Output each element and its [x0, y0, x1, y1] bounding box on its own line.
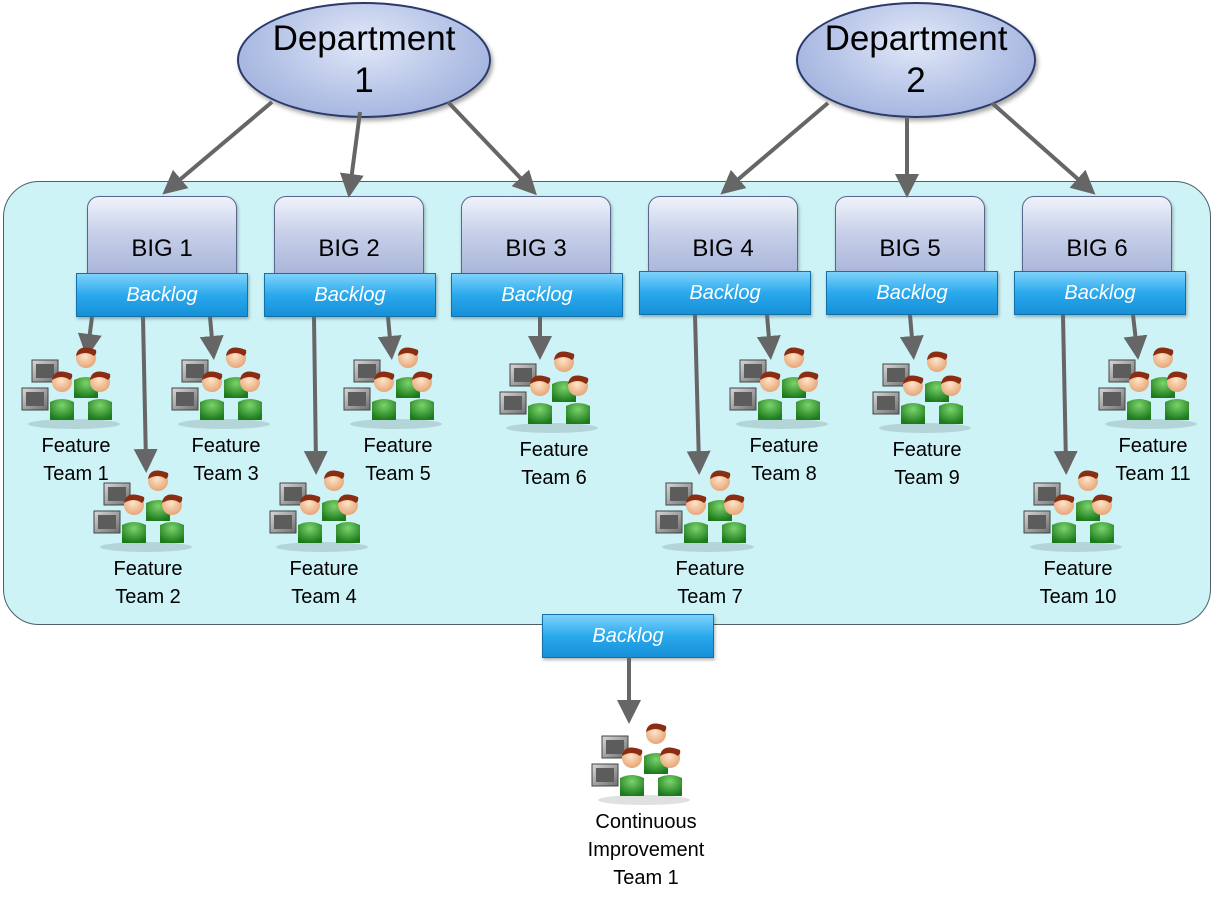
people-at-computers-icon	[729, 347, 828, 429]
feature-team-6-line1: Feature	[519, 439, 589, 461]
feature-team-9-line2: Team 9	[894, 467, 960, 489]
arrow-to-team-10	[1053, 314, 1078, 475]
arrow-to-team-3	[199, 316, 224, 360]
people-at-computers-icon	[171, 347, 270, 429]
feature-team-3-label: Feature Team 3	[166, 432, 286, 488]
feature-team-10-line2: Team 10	[1039, 586, 1117, 608]
arrow-to-team-7	[686, 314, 711, 475]
feature-team-2-line1: Feature	[113, 558, 183, 580]
big-5: BIG 5	[835, 196, 985, 280]
ci-team-label: Continuous Improvement Team 1	[586, 808, 706, 892]
arrow-to-team-1	[77, 316, 102, 358]
feature-team-1-line2: Team 1	[43, 463, 109, 485]
feature-team-5-label: Feature Team 5	[338, 432, 458, 488]
ci-team-line3: Team 1	[613, 867, 679, 889]
backlog-big-3: Backlog	[451, 273, 623, 317]
arrow-dept1-big2	[339, 111, 364, 198]
feature-team-5-line2: Team 5	[365, 463, 431, 485]
backlog-big-1: Backlog	[76, 273, 248, 317]
people-at-computers-icon	[872, 351, 971, 433]
feature-team-8-label: Feature Team 8	[724, 432, 844, 488]
feature-team-8-line1: Feature	[749, 435, 819, 457]
arrow-to-team-4	[303, 316, 328, 475]
big-1: BIG 1	[87, 196, 237, 280]
big-6: BIG 6	[1022, 196, 1172, 280]
feature-team-7-line1: Feature	[675, 558, 745, 580]
department-1-line2: 1	[354, 61, 374, 100]
big-4: BIG 4	[648, 196, 798, 280]
people-at-computers-icon	[269, 470, 368, 552]
feature-team-11-line1: Feature	[1118, 435, 1188, 457]
ci-team-line1: Continuous	[595, 811, 697, 833]
arrow-to-team-11	[1123, 314, 1148, 360]
arrow-dept2-big6	[990, 101, 1096, 195]
arrow-dept1-big3	[446, 100, 537, 196]
arrow-to-team-8	[756, 314, 781, 360]
arrow-dept2-big4	[720, 101, 830, 195]
arrow-to-team-5	[377, 316, 402, 360]
feature-team-2-line2: Team 2	[115, 586, 181, 608]
feature-team-3-line2: Team 3	[193, 463, 259, 485]
feature-team-1-label: Feature Team 1	[16, 432, 136, 488]
feature-team-3-line1: Feature	[191, 435, 261, 457]
feature-team-4-line1: Feature	[289, 558, 359, 580]
feature-team-11-line2: Team 11	[1115, 463, 1191, 485]
department-2-line1: Department	[824, 19, 1008, 58]
feature-team-7-label: Feature Team 7	[650, 555, 770, 611]
feature-team-2-label: Feature Team 2	[88, 555, 208, 611]
feature-team-10-label: Feature Team 10	[1018, 555, 1138, 611]
people-at-computers-icon	[343, 347, 442, 429]
people-at-computers-icon	[21, 347, 120, 429]
backlog-big-4: Backlog	[639, 271, 811, 315]
feature-team-6-label: Feature Team 6	[494, 436, 614, 492]
backlog-big-5: Backlog	[826, 271, 998, 315]
people-at-computers-icon	[1098, 347, 1197, 429]
people-at-computers-icon	[655, 470, 754, 552]
feature-team-5-line1: Feature	[363, 435, 433, 457]
feature-team-4-label: Feature Team 4	[264, 555, 384, 611]
arrow-to-team-2	[133, 316, 158, 473]
feature-team-4-line2: Team 4	[291, 586, 357, 608]
people-at-computers-icon	[1023, 470, 1122, 552]
department-2: Department 2	[796, 2, 1036, 118]
arrow-dept1-big1	[162, 100, 274, 195]
people-at-computers-icon	[499, 351, 598, 433]
feature-team-11-label: Feature Team 11	[1093, 432, 1213, 488]
feature-team-7-line2: Team 7	[677, 586, 743, 608]
shared-backlog: Backlog	[542, 614, 714, 658]
ci-team-line2: Improvement	[587, 839, 705, 861]
backlog-big-6: Backlog	[1014, 271, 1186, 315]
feature-team-8-line2: Team 8	[751, 463, 817, 485]
feature-team-10-line1: Feature	[1043, 558, 1113, 580]
feature-team-6-line2: Team 6	[521, 467, 587, 489]
arrow-to-team-9	[899, 314, 924, 360]
feature-team-9-label: Feature Team 9	[867, 436, 987, 492]
department-1-line1: Department	[272, 19, 456, 58]
feature-team-1-line1: Feature	[41, 435, 111, 457]
people-at-computers-icon	[591, 723, 690, 805]
department-1: Department 1	[237, 2, 491, 118]
feature-team-9-line1: Feature	[892, 439, 962, 461]
people-at-computers-icon	[93, 470, 192, 552]
department-2-line2: 2	[906, 61, 926, 100]
backlog-big-2: Backlog	[264, 273, 436, 317]
